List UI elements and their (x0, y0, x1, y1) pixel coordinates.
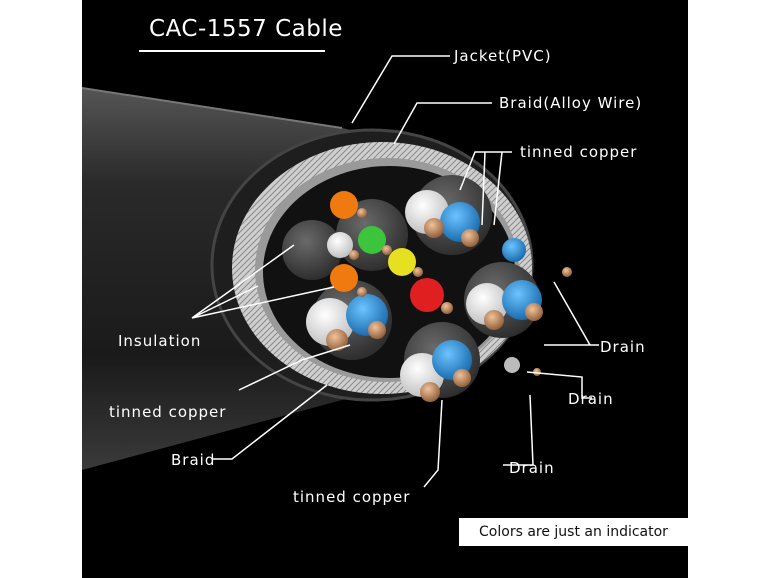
leader-lines (191, 55, 599, 488)
label-braid: Braid (171, 451, 216, 469)
diagram-panel (82, 0, 688, 578)
label-drain-1: Drain (600, 338, 646, 356)
label-tinned-copper-left: tinned copper (109, 403, 227, 421)
copper-conductors (326, 208, 572, 402)
colored-wires (327, 191, 444, 312)
diagram-title: CAC-1557 Cable (149, 16, 343, 42)
cable-illustration (82, 55, 599, 488)
label-drain-3: Drain (509, 459, 555, 477)
label-insulation: Insulation (118, 332, 202, 350)
label-tinned-copper-bottom: tinned copper (293, 488, 411, 506)
label-tinned-copper-top: tinned copper (520, 143, 638, 161)
label-jacket: Jacket(PVC) (454, 47, 552, 65)
label-braid-alloy: Braid(Alloy Wire) (499, 94, 643, 112)
label-drain-2: Drain (568, 390, 614, 408)
title-underline (139, 50, 325, 52)
color-disclaimer: Colors are just an indicator (459, 518, 688, 546)
